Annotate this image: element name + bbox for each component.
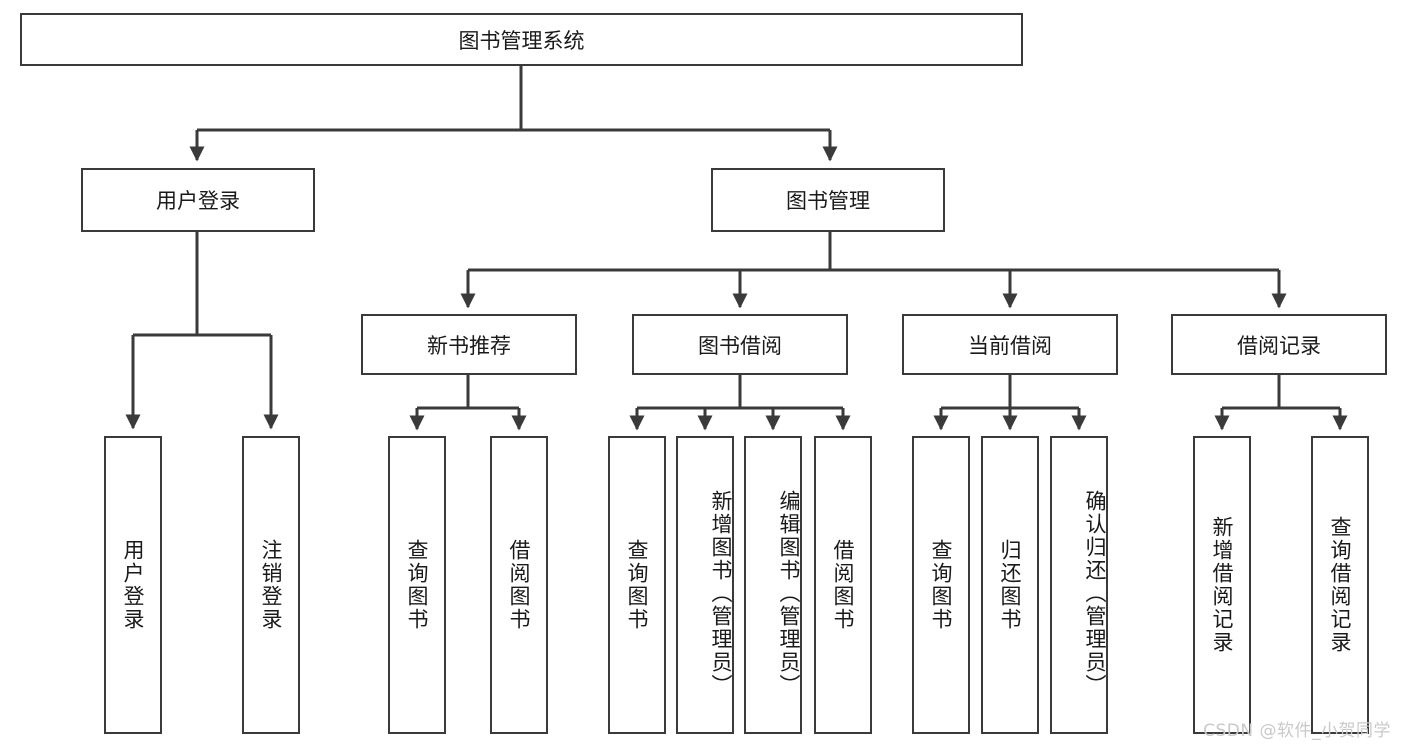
- node-new-book-recommend[interactable]: 新书推荐: [361, 314, 577, 375]
- node-label: 用户登录: [156, 189, 240, 213]
- node-current-borrow[interactable]: 当前借阅: [902, 314, 1118, 375]
- node-label: 当前借阅: [968, 333, 1052, 358]
- node-label: 用户登录: [121, 539, 146, 631]
- leaf-borrow-book[interactable]: 借阅图书: [814, 436, 872, 734]
- node-label: 图书借阅: [698, 333, 782, 358]
- leaf-edit-book-admin[interactable]: 编辑图书（管理员）: [744, 436, 802, 734]
- node-label: 借阅记录: [1237, 333, 1321, 358]
- node-label: 查询图书: [625, 539, 650, 631]
- node-label: 图书管理系统: [458, 28, 585, 53]
- leaf-borrow-book-newbook[interactable]: 借阅图书: [490, 436, 548, 734]
- leaf-query-borrow-record[interactable]: 查询借阅记录: [1311, 436, 1369, 734]
- node-label: 确认归还（管理员）: [1083, 489, 1107, 697]
- leaf-query-book-borrow[interactable]: 查询图书: [608, 436, 666, 734]
- watermark-text: CSDN @软件_小贺同学: [1203, 721, 1391, 741]
- node-borrow-record[interactable]: 借阅记录: [1171, 314, 1387, 375]
- node-label: 新增图书（管理员）: [709, 489, 733, 697]
- leaf-query-book-current[interactable]: 查询图书: [912, 436, 970, 734]
- leaf-query-book-newbook[interactable]: 查询图书: [388, 436, 446, 734]
- leaf-logout-login[interactable]: 注销登录: [242, 436, 300, 734]
- node-label: 查询图书: [405, 539, 430, 631]
- leaf-add-borrow-record[interactable]: 新增借阅记录: [1193, 436, 1251, 734]
- node-book-borrow[interactable]: 图书借阅: [632, 314, 848, 375]
- node-label: 借阅图书: [831, 539, 856, 631]
- node-label: 查询借阅记录: [1328, 516, 1353, 654]
- leaf-return-book[interactable]: 归还图书: [981, 436, 1039, 734]
- leaf-add-book-admin[interactable]: 新增图书（管理员）: [676, 436, 734, 734]
- node-book-management[interactable]: 图书管理: [711, 168, 945, 232]
- leaf-confirm-return-admin[interactable]: 确认归还（管理员）: [1050, 436, 1108, 734]
- node-label: 查询图书: [929, 539, 954, 631]
- leaf-user-login[interactable]: 用户登录: [104, 436, 162, 734]
- node-label: 归还图书: [998, 539, 1023, 631]
- node-label: 注销登录: [259, 539, 284, 631]
- node-user-login[interactable]: 用户登录: [81, 168, 315, 232]
- node-label: 编辑图书（管理员）: [777, 489, 801, 697]
- node-label: 图书管理: [786, 189, 870, 213]
- node-label: 借阅图书: [507, 539, 532, 631]
- node-root-system[interactable]: 图书管理系统: [20, 13, 1023, 66]
- node-label: 新增借阅记录: [1210, 516, 1235, 654]
- node-label: 新书推荐: [427, 333, 511, 358]
